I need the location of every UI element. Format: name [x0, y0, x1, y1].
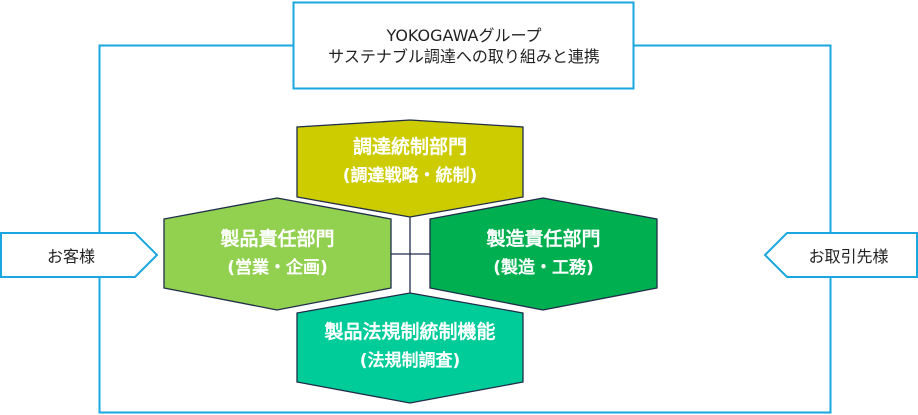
hexagon-product-responsibility — [163, 197, 392, 311]
manufacturing-name: 製造責任部門 — [486, 228, 601, 250]
manufacturing-label: 製造責任部門 (製造・工務) — [430, 222, 657, 286]
regulatory-sub: (法規制調査) — [359, 351, 461, 371]
customer-arrow-shape — [0, 232, 159, 278]
page-title: YOKOGAWAグループ サステナブル調達への取り組みと連携 — [294, 3, 634, 89]
product-responsibility-sub: (営業・企画) — [227, 258, 328, 278]
title-line1: YOKOGAWAグループ — [386, 26, 542, 45]
hexagon-procurement — [296, 119, 524, 218]
title-line2: サステナブル調達への取り組みと連携 — [328, 47, 600, 66]
supplier-arrow-shape — [763, 232, 918, 278]
procurement-sub: (調達戦略・統制) — [342, 166, 478, 186]
procurement-label: 調達統制部門 (調達戦略・統制) — [297, 130, 523, 194]
manufacturing-sub: (製造・工務) — [493, 258, 594, 278]
hexagon-regulatory — [296, 292, 524, 404]
product-responsibility-label: 製品責任部門 (営業・企画) — [164, 222, 391, 286]
title-box — [292, 1, 635, 90]
supplier-label: お取引先様 — [808, 247, 889, 266]
customer-label: お客様 — [46, 247, 95, 266]
hexagon-manufacturing — [429, 197, 658, 311]
procurement-name: 調達統制部門 — [352, 136, 467, 158]
product-responsibility-name: 製品責任部門 — [220, 228, 335, 250]
regulatory-label: 製品法規制統制機能 (法規制調査) — [297, 315, 523, 379]
regulatory-name: 製品法規制統制機能 — [324, 321, 496, 343]
